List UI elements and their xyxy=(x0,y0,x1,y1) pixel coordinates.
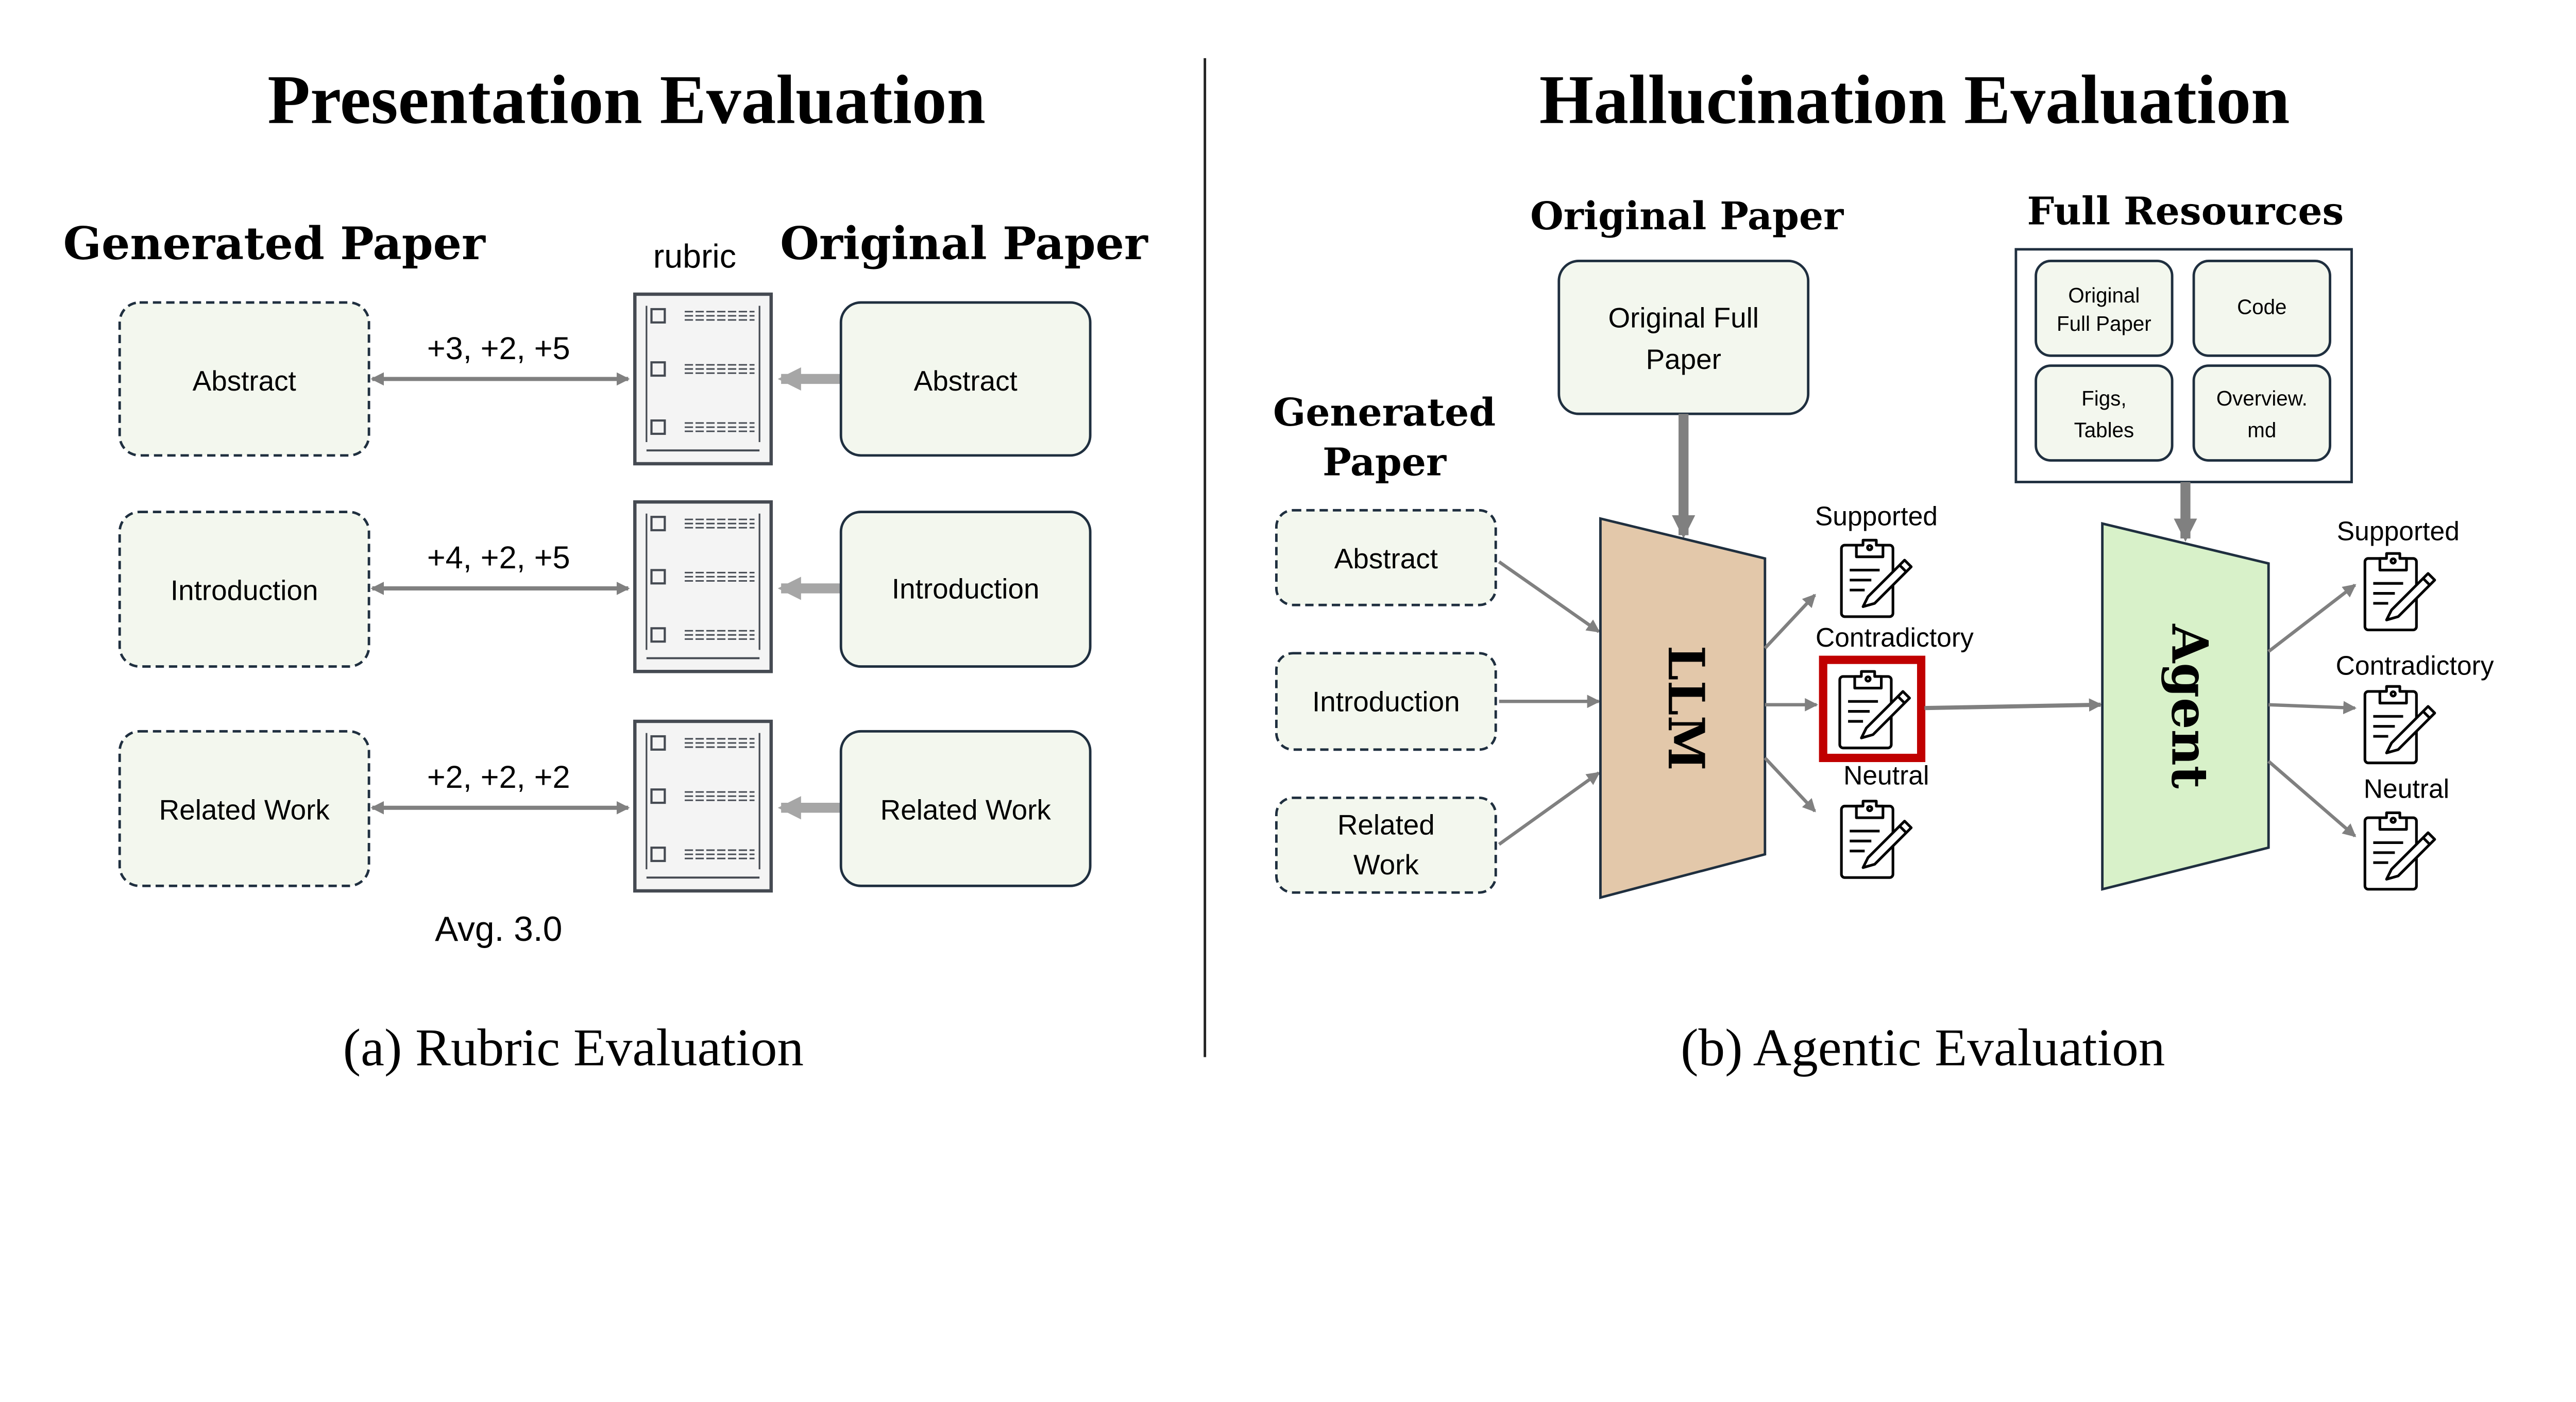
generated-section-label: Introduction xyxy=(1312,686,1460,718)
clipboard-icon xyxy=(2365,813,2434,889)
left-caption: (a) Rubric Evaluation xyxy=(343,1019,804,1077)
right-title: Hallucination Evaluation xyxy=(1539,61,2290,139)
generated-section-label: Abstract xyxy=(1334,543,1438,575)
rubric-label: rubric xyxy=(653,238,736,275)
original-section-label: Introduction xyxy=(892,572,1040,604)
agent-to-verdict-arrow xyxy=(2267,759,2357,838)
generated-section-label: Related Work xyxy=(159,793,330,825)
rubric-icon xyxy=(635,502,771,671)
original-full-paper-line2: Paper xyxy=(1646,343,1721,375)
agent-verdict-contradictory-label: Contradictory xyxy=(2336,651,2494,681)
agent-to-verdict-arrow xyxy=(2267,583,2357,653)
generated-section-label: Work xyxy=(1353,849,1419,881)
agent-label: Agent xyxy=(2161,623,2219,789)
scores: +3, +2, +5 xyxy=(427,331,570,366)
original-paper-header: Original Paper xyxy=(780,217,1148,270)
generated-paper-header: Generated Paper xyxy=(63,217,486,270)
resource-label: md xyxy=(2247,418,2276,442)
agent-block xyxy=(2101,522,2270,891)
generated-section-box xyxy=(1275,652,1497,751)
resource-label: Overview. xyxy=(2216,386,2308,410)
generated-section-box xyxy=(118,730,370,887)
diagram: Presentation Evaluation Generated Paper … xyxy=(63,58,2494,1077)
llm-verdict-contradictory-label: Contradictory xyxy=(1816,622,1974,652)
agent-to-verdict-arrow xyxy=(2268,701,2357,715)
resource-label: Code xyxy=(2237,295,2286,319)
resource-label: Original xyxy=(2068,283,2140,307)
generated-section-label: Related xyxy=(1337,808,1435,840)
generated-section-label: Abstract xyxy=(193,365,296,397)
generated-section-label: Introduction xyxy=(171,575,318,606)
original-paper-header: Original Paper xyxy=(1530,194,1844,239)
section-to-llm-arrow xyxy=(1498,771,1600,846)
llm-to-verdict-arrow xyxy=(1764,594,1816,650)
agent-verdict-supported-label: Supported xyxy=(2337,516,2460,546)
agent-verdict-neutral-label: Neutral xyxy=(2364,773,2449,803)
original-section-box xyxy=(839,301,1092,457)
original-full-paper-box xyxy=(1557,260,1810,415)
resource-label: Full Paper xyxy=(2057,312,2151,335)
generated-section-box xyxy=(118,301,370,457)
original-section-box xyxy=(839,730,1092,887)
original-section-box xyxy=(839,511,1092,668)
contradictory-to-agent-arrow xyxy=(1924,698,2103,712)
resource-box xyxy=(2192,260,2331,357)
resource-box xyxy=(2035,364,2174,462)
llm-verdict-supported-label: Supported xyxy=(1815,501,1938,531)
scores: +2, +2, +2 xyxy=(427,759,570,795)
generated-section-box xyxy=(118,511,370,668)
row-related-work: Related Work +2, +2, +2 Related Work xyxy=(118,721,1092,891)
rubric-icon xyxy=(635,294,771,464)
llm-label: LLM xyxy=(1657,646,1716,771)
row-introduction: Introduction +4, +2, +5 Introduction xyxy=(118,502,1092,671)
full-resources-header: Full Resources xyxy=(2027,189,2344,233)
rubric-icon xyxy=(635,721,771,891)
generated-paper-header-line1: Generated xyxy=(1273,390,1496,435)
original-full-paper-line1: Original Full xyxy=(1608,301,1759,333)
original-section-label: Related Work xyxy=(880,793,1052,825)
clipboard-icon xyxy=(2365,553,2434,630)
scores: +4, +2, +5 xyxy=(427,540,570,575)
resource-label: Tables xyxy=(2074,418,2134,442)
clipboard-icon xyxy=(2365,686,2434,763)
original-section-label: Abstract xyxy=(914,365,1018,397)
generated-paper-header-line2: Paper xyxy=(1323,440,1447,485)
generated-section-box xyxy=(1275,509,1497,606)
llm-verdict-neutral-label: Neutral xyxy=(1843,761,1929,790)
agentic-evaluation-panel: Hallucination Evaluation Original Paper … xyxy=(1273,61,2494,1077)
clipboard-icon xyxy=(1841,540,1911,616)
rubric-evaluation-panel: Presentation Evaluation Generated Paper … xyxy=(63,61,1148,1077)
llm-to-verdict-arrow xyxy=(1764,756,1816,813)
resource-label: Figs, xyxy=(2081,386,2126,410)
resource-box xyxy=(2192,364,2331,462)
llm-block xyxy=(1599,517,1767,900)
generated-section-box xyxy=(1275,796,1497,894)
resource-box xyxy=(2035,260,2174,357)
left-title: Presentation Evaluation xyxy=(267,61,986,139)
clipboard-icon xyxy=(1841,801,1911,877)
section-to-llm-arrow xyxy=(1498,560,1600,633)
right-caption: (b) Agentic Evaluation xyxy=(1681,1019,2165,1077)
average-score: Avg. 3.0 xyxy=(435,910,562,949)
row-abstract: Abstract +3, +2, +5 Abstract xyxy=(118,294,1092,464)
